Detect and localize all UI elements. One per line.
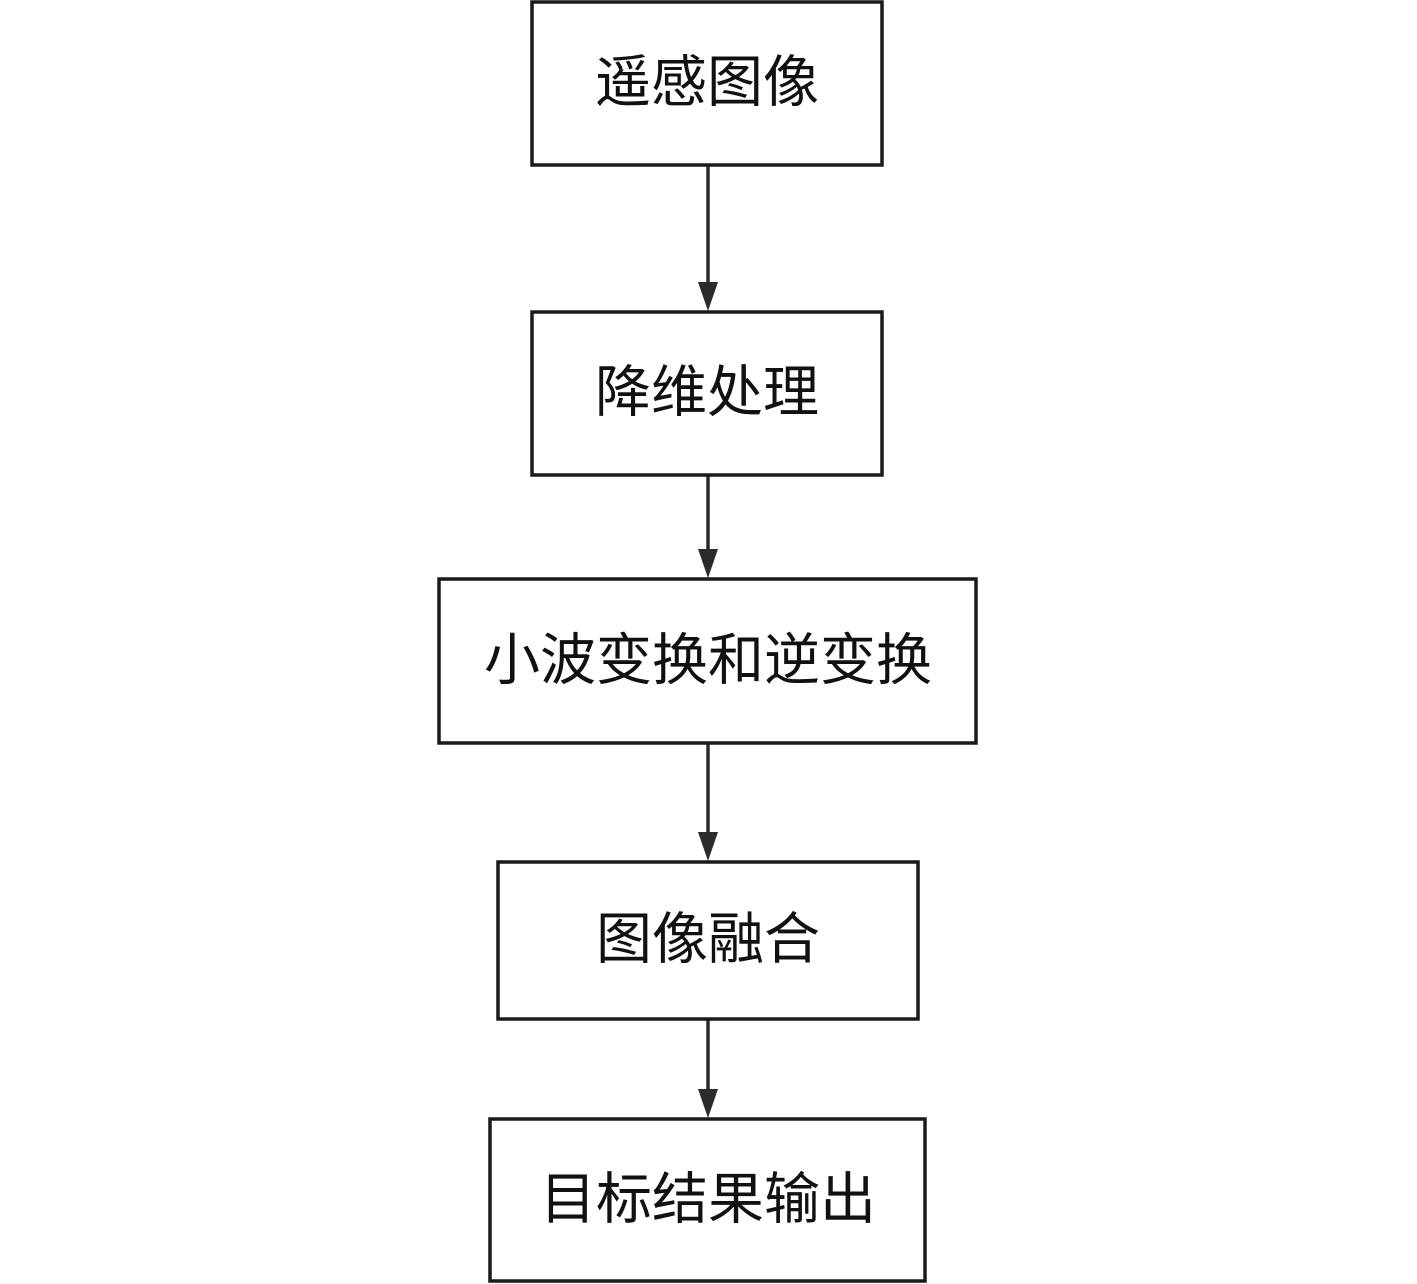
node-target-output: 目标结果输出 (488, 1117, 927, 1283)
node-label: 降维处理 (595, 361, 819, 426)
edge-arrow (698, 1019, 718, 1118)
node-wavelet-transform: 小波变换和逆变换 (437, 577, 978, 745)
node-remote-sensing-image: 遥感图像 (530, 0, 884, 167)
node-box (488, 1117, 927, 1283)
node-label: 图像融合 (596, 908, 820, 973)
node-image-fusion: 图像融合 (496, 860, 920, 1021)
node-label: 小波变换和逆变换 (484, 629, 932, 694)
node-box (496, 860, 920, 1021)
edge-arrow (698, 165, 718, 311)
node-box (437, 577, 978, 745)
node-label: 目标结果输出 (540, 1168, 876, 1233)
edge-arrow (698, 743, 718, 861)
edges (698, 165, 718, 1118)
node-label: 遥感图像 (595, 51, 819, 116)
node-box (530, 310, 884, 477)
node-dimension-reduction: 降维处理 (530, 310, 884, 477)
node-box (530, 0, 884, 167)
edge-arrow (698, 475, 718, 578)
